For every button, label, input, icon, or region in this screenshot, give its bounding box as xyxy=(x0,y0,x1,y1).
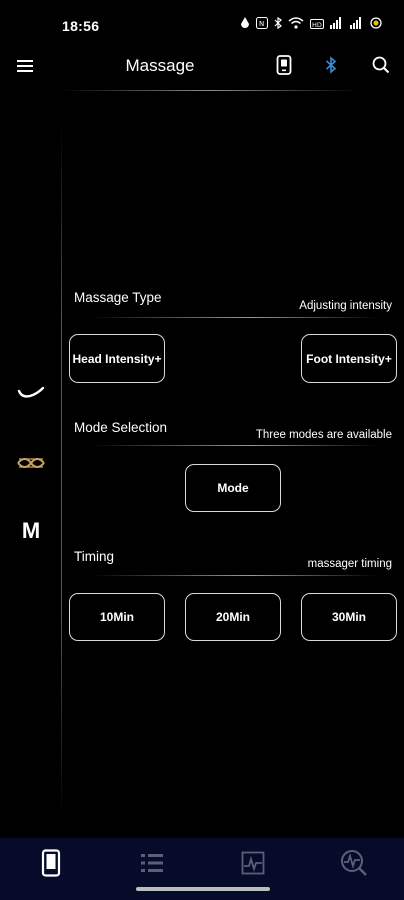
massage-type-note: Adjusting intensity xyxy=(299,300,392,312)
phone-icon[interactable] xyxy=(31,848,71,878)
home-indicator[interactable] xyxy=(136,887,270,891)
timing-note: massager timing xyxy=(307,558,392,570)
list-icon[interactable] xyxy=(132,848,172,878)
mode-selection-note: Three modes are available xyxy=(255,429,392,441)
signal-icon-1 xyxy=(330,16,344,34)
timer-10min-button[interactable]: 10Min xyxy=(69,593,165,641)
app-bar: Massage xyxy=(0,48,404,88)
bluetooth-icon[interactable] xyxy=(325,56,337,79)
foot-intensity-button[interactable]: Foot Intensity+ xyxy=(301,334,397,383)
status-time: 18:56 xyxy=(62,18,100,34)
curve-icon[interactable] xyxy=(14,378,48,408)
header-divider xyxy=(60,90,360,91)
woven-pattern-icon[interactable] xyxy=(14,448,48,478)
wifi-icon xyxy=(288,16,304,34)
page-title: Massage xyxy=(125,56,195,75)
m-letter: M xyxy=(21,518,41,543)
nfc-icon: N xyxy=(256,16,268,34)
massage-type-divider xyxy=(90,317,380,318)
massage-type-title: Massage Type xyxy=(74,290,162,305)
svg-text:N: N xyxy=(259,20,264,28)
menu-icon[interactable] xyxy=(17,58,33,74)
search-icon[interactable] xyxy=(372,56,390,79)
status-bar: 18:56 N HD xyxy=(0,0,404,48)
mode-selection-divider xyxy=(90,445,380,446)
timing-divider xyxy=(90,575,380,576)
head-intensity-button[interactable]: Head Intensity+ xyxy=(69,334,165,383)
status-icons: N HD xyxy=(240,16,382,34)
device-icon[interactable] xyxy=(276,55,292,80)
bluetooth-status-icon xyxy=(274,16,282,34)
drop-icon xyxy=(240,16,250,34)
svg-text:HD: HD xyxy=(312,21,322,29)
pulse-search-icon[interactable] xyxy=(334,848,374,878)
timing-title: Timing xyxy=(74,549,115,564)
mode-selection-title: Mode Selection xyxy=(74,420,168,435)
chart-icon[interactable] xyxy=(233,848,273,878)
mode-button[interactable]: Mode xyxy=(185,464,281,512)
timer-30min-button[interactable]: 30Min xyxy=(301,593,397,641)
hd-icon: HD xyxy=(310,16,324,34)
rail-divider xyxy=(61,120,62,820)
battery-icon xyxy=(370,16,382,34)
timer-20min-button[interactable]: 20Min xyxy=(185,593,281,641)
signal-icon-2 xyxy=(350,16,364,34)
m-letter-icon[interactable]: M xyxy=(14,516,48,546)
